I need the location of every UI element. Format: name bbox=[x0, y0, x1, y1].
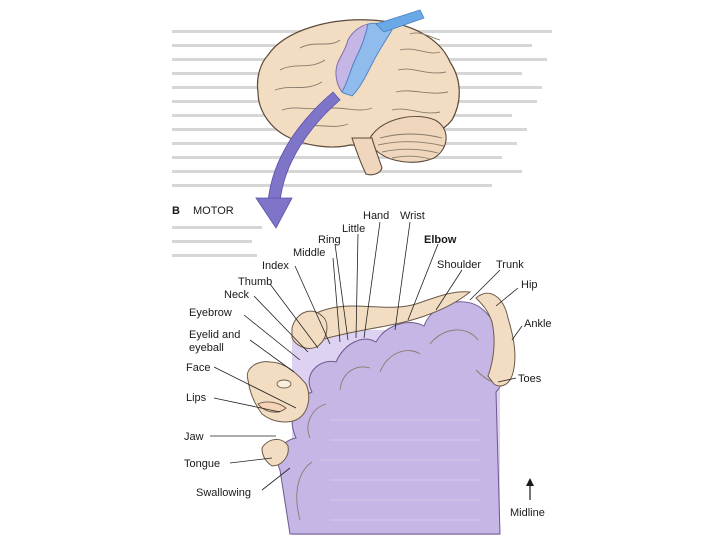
label-ankle: Ankle bbox=[524, 318, 552, 330]
label-jaw: Jaw bbox=[184, 431, 204, 443]
label-swallowing: Swallowing bbox=[196, 487, 251, 499]
label-trunk: Trunk bbox=[496, 259, 524, 271]
label-eyelid-line2: eyeball bbox=[189, 342, 224, 354]
label-eyebrow: Eyebrow bbox=[189, 307, 232, 319]
section-letter: B bbox=[172, 205, 180, 217]
label-elbow: Elbow bbox=[424, 234, 457, 246]
label-wrist: Wrist bbox=[400, 210, 425, 222]
label-shoulder: Shoulder bbox=[437, 259, 481, 271]
label-eyelid-line1: Eyelid and bbox=[189, 329, 240, 341]
label-hand: Hand bbox=[363, 210, 389, 222]
label-midline: Midline bbox=[510, 507, 545, 519]
midline-arrow bbox=[526, 478, 534, 500]
arrow-head bbox=[256, 198, 292, 228]
label-hip: Hip bbox=[521, 279, 538, 291]
label-thumb: Thumb bbox=[238, 276, 272, 288]
homunculus-hand bbox=[292, 311, 327, 348]
label-toes: Toes bbox=[518, 373, 542, 385]
homunculus-eye bbox=[277, 380, 291, 388]
label-neck: Neck bbox=[224, 289, 250, 301]
section-title: MOTOR bbox=[193, 205, 234, 217]
label-lips: Lips bbox=[186, 392, 207, 404]
label-tongue: Tongue bbox=[184, 458, 220, 470]
label-face: Face bbox=[186, 362, 210, 374]
label-little: Little bbox=[342, 223, 365, 235]
label-ring: Ring bbox=[318, 234, 341, 246]
label-index: Index bbox=[262, 260, 289, 272]
label-middle: Middle bbox=[293, 247, 325, 259]
